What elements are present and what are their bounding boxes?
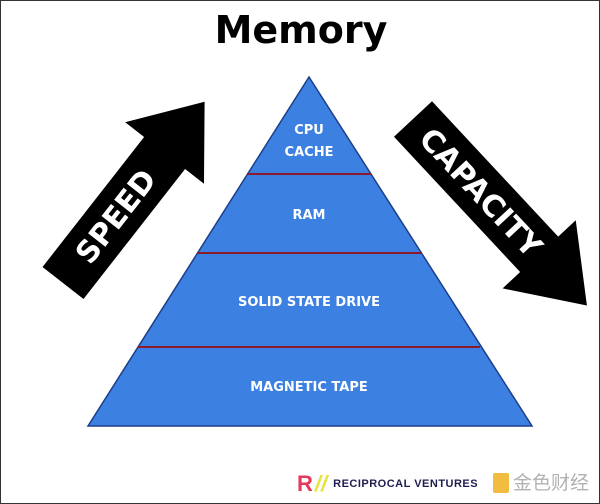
pyramid [86, 75, 534, 427]
level-cache: CACHE [285, 145, 334, 160]
level-ram: RAM [292, 208, 325, 223]
reciprocal-ventures-logo: R // RECIPROCAL VENTURES [297, 471, 478, 497]
level-cpu: CPU [294, 123, 324, 138]
logo-mark-r: R [297, 471, 313, 496]
speed-arrow-shape [42, 101, 205, 300]
logo-mark-slash: // [314, 471, 328, 496]
watermark-icon [493, 473, 509, 493]
level-ssd: SOLID STATE DRIVE [238, 295, 380, 310]
diagram-title: Memory [215, 8, 388, 52]
logo-text: RECIPROCAL VENTURES [333, 478, 479, 490]
watermark: 金色财经 [513, 472, 590, 494]
capacity-arrow-shape [393, 101, 587, 306]
level-magnetic-tape: MAGNETIC TAPE [250, 380, 368, 395]
capacity-label: CAPACITY [412, 122, 550, 266]
